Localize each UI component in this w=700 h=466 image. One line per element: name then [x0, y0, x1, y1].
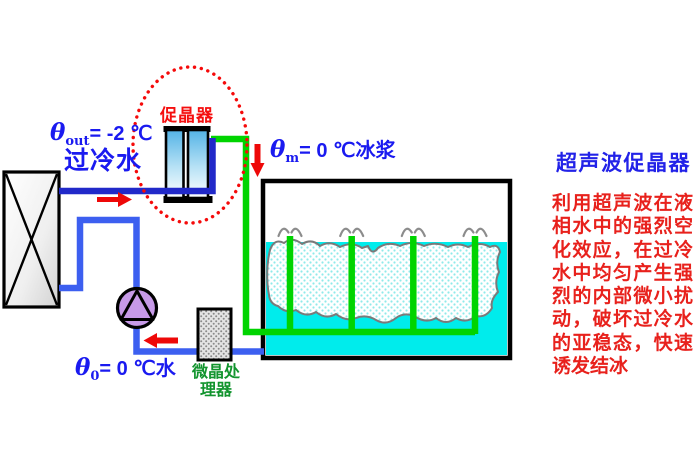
floating-ice — [266, 238, 501, 324]
flow-arrow-right-icon — [97, 192, 132, 207]
micro-crystal-processor-label: 微晶处 理器 — [191, 364, 240, 399]
return-water-label: θ0= 0 ℃水 — [75, 354, 176, 384]
spray-nozzle-icons — [277, 227, 488, 238]
micro-crystal-processor-icon — [196, 307, 233, 362]
flow-arrow-down-icon — [250, 144, 265, 177]
ice-slurry-label: θm= 0 ℃冰浆 — [270, 136, 396, 166]
slurry-pipe-green — [211, 135, 479, 336]
pump-icon — [115, 286, 159, 330]
heat-exchanger-icon — [2, 170, 61, 309]
flow-arrow-left-icon — [143, 333, 178, 348]
panel-description: 利用超声波在液相水中的强烈空化效应，在过冷水中均匀产生强烈的内部微小扰动，破坏过… — [552, 193, 693, 378]
return-pipe-blue — [59, 216, 264, 355]
supercooled-water-label: θout= -2 ℃ 过冷水 — [50, 119, 153, 175]
crystallizer-label: 促晶器 — [160, 106, 214, 125]
supply-pipe-blue — [59, 138, 216, 195]
crystallizer-device-icon — [163, 126, 213, 203]
panel-title: 超声波促晶器 — [556, 152, 691, 175]
theta-symbol: θ — [75, 354, 91, 381]
highlight-dotted-ellipse — [131, 65, 249, 225]
theta-symbol: θ — [50, 119, 66, 146]
theta-symbol: θ — [270, 136, 286, 163]
supercooled-water-text: 过冷水 — [64, 147, 143, 175]
